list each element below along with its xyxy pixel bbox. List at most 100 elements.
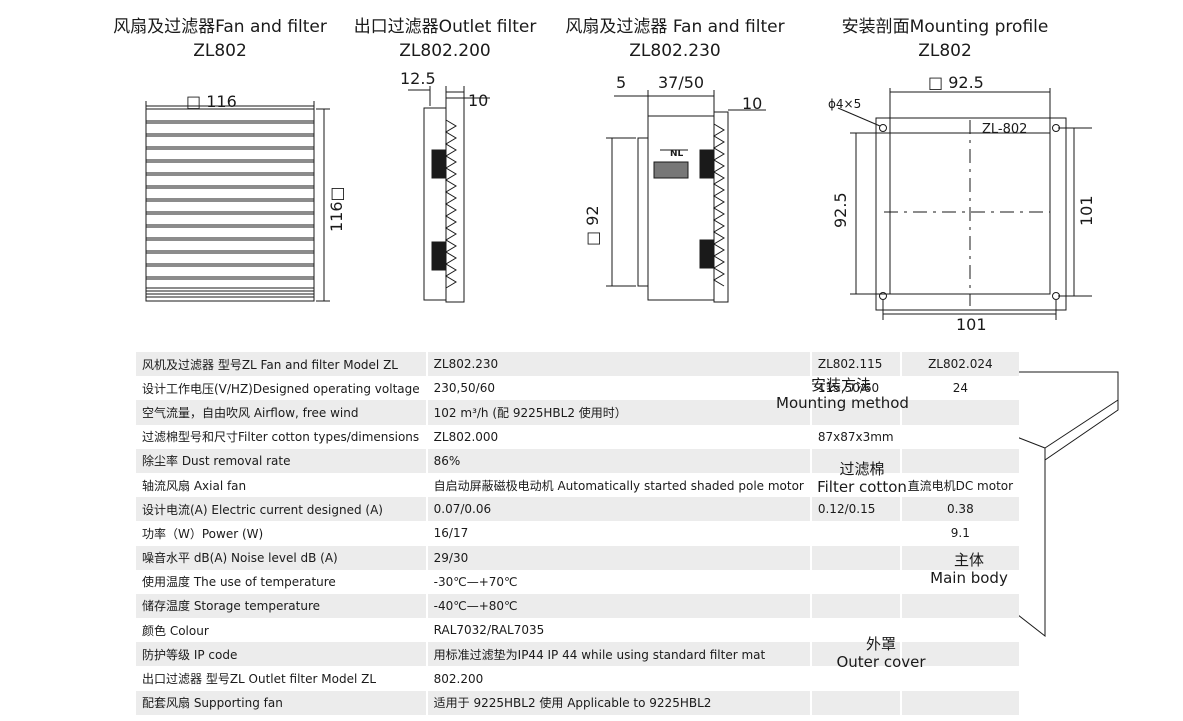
spec-value-cell	[809, 618, 901, 643]
spec-value-cell	[809, 593, 901, 619]
spec-value-cell: 29/30	[425, 545, 811, 570]
filter-cotton-en: Filter cotton	[817, 478, 907, 496]
spec-label-cell: 配套风扇 Supporting fan	[136, 690, 427, 715]
title-2-model: ZL802.200	[399, 41, 491, 61]
spec-value-cell	[809, 472, 901, 498]
spec-value-cell	[899, 569, 1020, 594]
spec-label-cell: 颜色 Colour	[136, 618, 427, 643]
spec-label-cell: 噪音水平 dB(A) Noise level dB (A)	[136, 545, 427, 570]
title-3-text: 风扇及过滤器 Fan and filter	[565, 17, 785, 37]
spec-value-cell	[899, 618, 1020, 643]
title-1-model: ZL802	[193, 41, 247, 61]
spec-value-cell: ZL802.230	[425, 352, 811, 377]
spec-label-cell: 除尘率 Dust removal rate	[136, 448, 427, 473]
main-body-cn: 主体	[953, 551, 984, 569]
spec-value-cell	[899, 690, 1020, 715]
d4-left-label: 92.5	[831, 192, 850, 228]
spec-value-cell	[809, 448, 901, 473]
spec-row: 设计电流(A) Electric current designed (A)0.0…	[136, 497, 1020, 522]
mounting-method-cn: 安装方法	[810, 376, 871, 394]
spec-label-cell: 空气流量，自由吹风 Airflow, free wind	[136, 400, 427, 425]
fan-filter-230-side-view	[606, 90, 766, 303]
filter-cotton-cn: 过滤棉	[839, 460, 885, 478]
mounting-method-label: 安装方法 Mounting method	[776, 376, 909, 412]
outer-cover-en: Outer cover	[836, 653, 926, 671]
outlet-filter-side-view	[408, 86, 490, 303]
main-body-en: Main body	[930, 569, 1008, 587]
outer-cover-label: 外罩 Outer cover	[826, 635, 936, 671]
spec-value-cell: 用标准过滤垫为IP44 IP 44 while using standard f…	[425, 642, 811, 667]
spec-value-cell: 87x87x3mm	[809, 424, 901, 449]
spec-value-cell	[899, 545, 1020, 570]
title-1-text: 风扇及过滤器Fan and filter	[113, 17, 327, 37]
spec-value-cell: 802.200	[425, 666, 811, 691]
d4-hole-label: ϕ4×5	[828, 97, 861, 111]
spec-value-cell: ZL802.000	[425, 424, 811, 449]
spec-value-cell	[809, 642, 901, 667]
spec-value-cell	[809, 521, 901, 546]
spec-value-cell: 16/17	[425, 521, 811, 546]
spec-label-cell: 过滤棉型号和尺寸Filter cotton types/dimensions	[136, 424, 427, 449]
spec-value-cell	[899, 642, 1020, 667]
filter-cotton-label: 过滤棉 Filter cotton	[802, 460, 922, 496]
d4-right-label: 101	[1077, 195, 1096, 226]
d3-nl-label: NL	[670, 149, 684, 159]
spec-value-cell	[899, 400, 1020, 425]
spec-value-cell: ZL802.024	[899, 352, 1020, 377]
spec-value-cell: 直流电机DC motor	[899, 472, 1020, 498]
spec-label-cell: 风机及过滤器 型号ZL Fan and filter Model ZL	[136, 352, 427, 377]
spec-value-cell	[809, 666, 901, 691]
spec-label-cell: 使用温度 The use of temperature	[136, 569, 427, 594]
spec-label-cell: 出口过滤器 型号ZL Outlet filter Model ZL	[136, 666, 427, 691]
outer-cover-cn: 外罩	[865, 635, 896, 653]
spec-value-cell: -30℃—+70℃	[425, 569, 811, 594]
spec-row: 使用温度 The use of temperature-30℃—+70℃	[136, 569, 1020, 594]
spec-value-cell: RAL7032/RAL7035	[425, 618, 811, 643]
spec-row: 过滤棉型号和尺寸Filter cotton types/dimensions Z…	[136, 424, 1020, 449]
title-2-text: 出口过滤器Outlet filter	[353, 17, 537, 37]
title-mounting-profile: 安装剖面Mounting profile ZL802	[830, 15, 1060, 63]
spec-value-cell	[809, 569, 901, 594]
spec-value-cell	[899, 666, 1020, 691]
spec-value-cell: 102 m³/h (配 9225HBL2 使用时）	[425, 400, 811, 425]
d1-height-label: 116□	[327, 186, 346, 232]
spec-row: 噪音水平 dB(A) Noise level dB (A)29/30	[136, 545, 1020, 570]
spec-value-cell: 230,50/60	[425, 376, 811, 401]
spec-value-cell: 自启动屏蔽磁极电动机 Automatically started shaded …	[425, 472, 811, 498]
title-fan-filter-230: 风扇及过滤器 Fan and filter ZL802.230	[555, 15, 795, 63]
spec-label-cell: 设计工作电压(V/HZ)Designed operating voltage	[136, 376, 427, 401]
spec-row: 储存温度 Storage temperature-40℃—+80℃	[136, 593, 1020, 619]
spec-value-cell	[899, 424, 1020, 449]
title-4-text: 安装剖面Mounting profile	[841, 17, 1049, 37]
mounting-profile-view	[837, 88, 1092, 320]
spec-label-cell: 功率（W）Power (W)	[136, 521, 427, 546]
d2-top-label: 12.5	[400, 69, 436, 88]
spec-value-cell: 0.07/0.06	[425, 497, 811, 522]
spec-label-cell: 储存温度 Storage temperature	[136, 593, 427, 619]
main-body-label: 主体 Main body	[924, 551, 1014, 587]
spec-value-cell	[809, 545, 901, 570]
title-outlet-filter: 出口过滤器Outlet filter ZL802.200	[345, 15, 545, 63]
spec-value-cell: 115,50/60	[809, 376, 901, 401]
d4-top-label: □ 92.5	[928, 73, 984, 92]
spec-label-cell: 防护等级 IP code	[136, 642, 427, 667]
spec-label-cell: 轴流风扇 Axial fan	[136, 472, 427, 498]
title-fan-filter: 风扇及过滤器Fan and filter ZL802	[100, 15, 340, 63]
spec-value-cell: 0.12/0.15	[809, 497, 901, 522]
spec-row: 功率（W）Power (W)16/17 9.1	[136, 521, 1020, 546]
mounting-method-en: Mounting method	[776, 394, 909, 412]
spec-value-cell: 9.1	[899, 521, 1020, 546]
d3-b-label: 37/50	[658, 73, 704, 92]
d4-model-label: ZL-802	[982, 122, 1027, 137]
d3-c-label: 10	[742, 94, 762, 113]
